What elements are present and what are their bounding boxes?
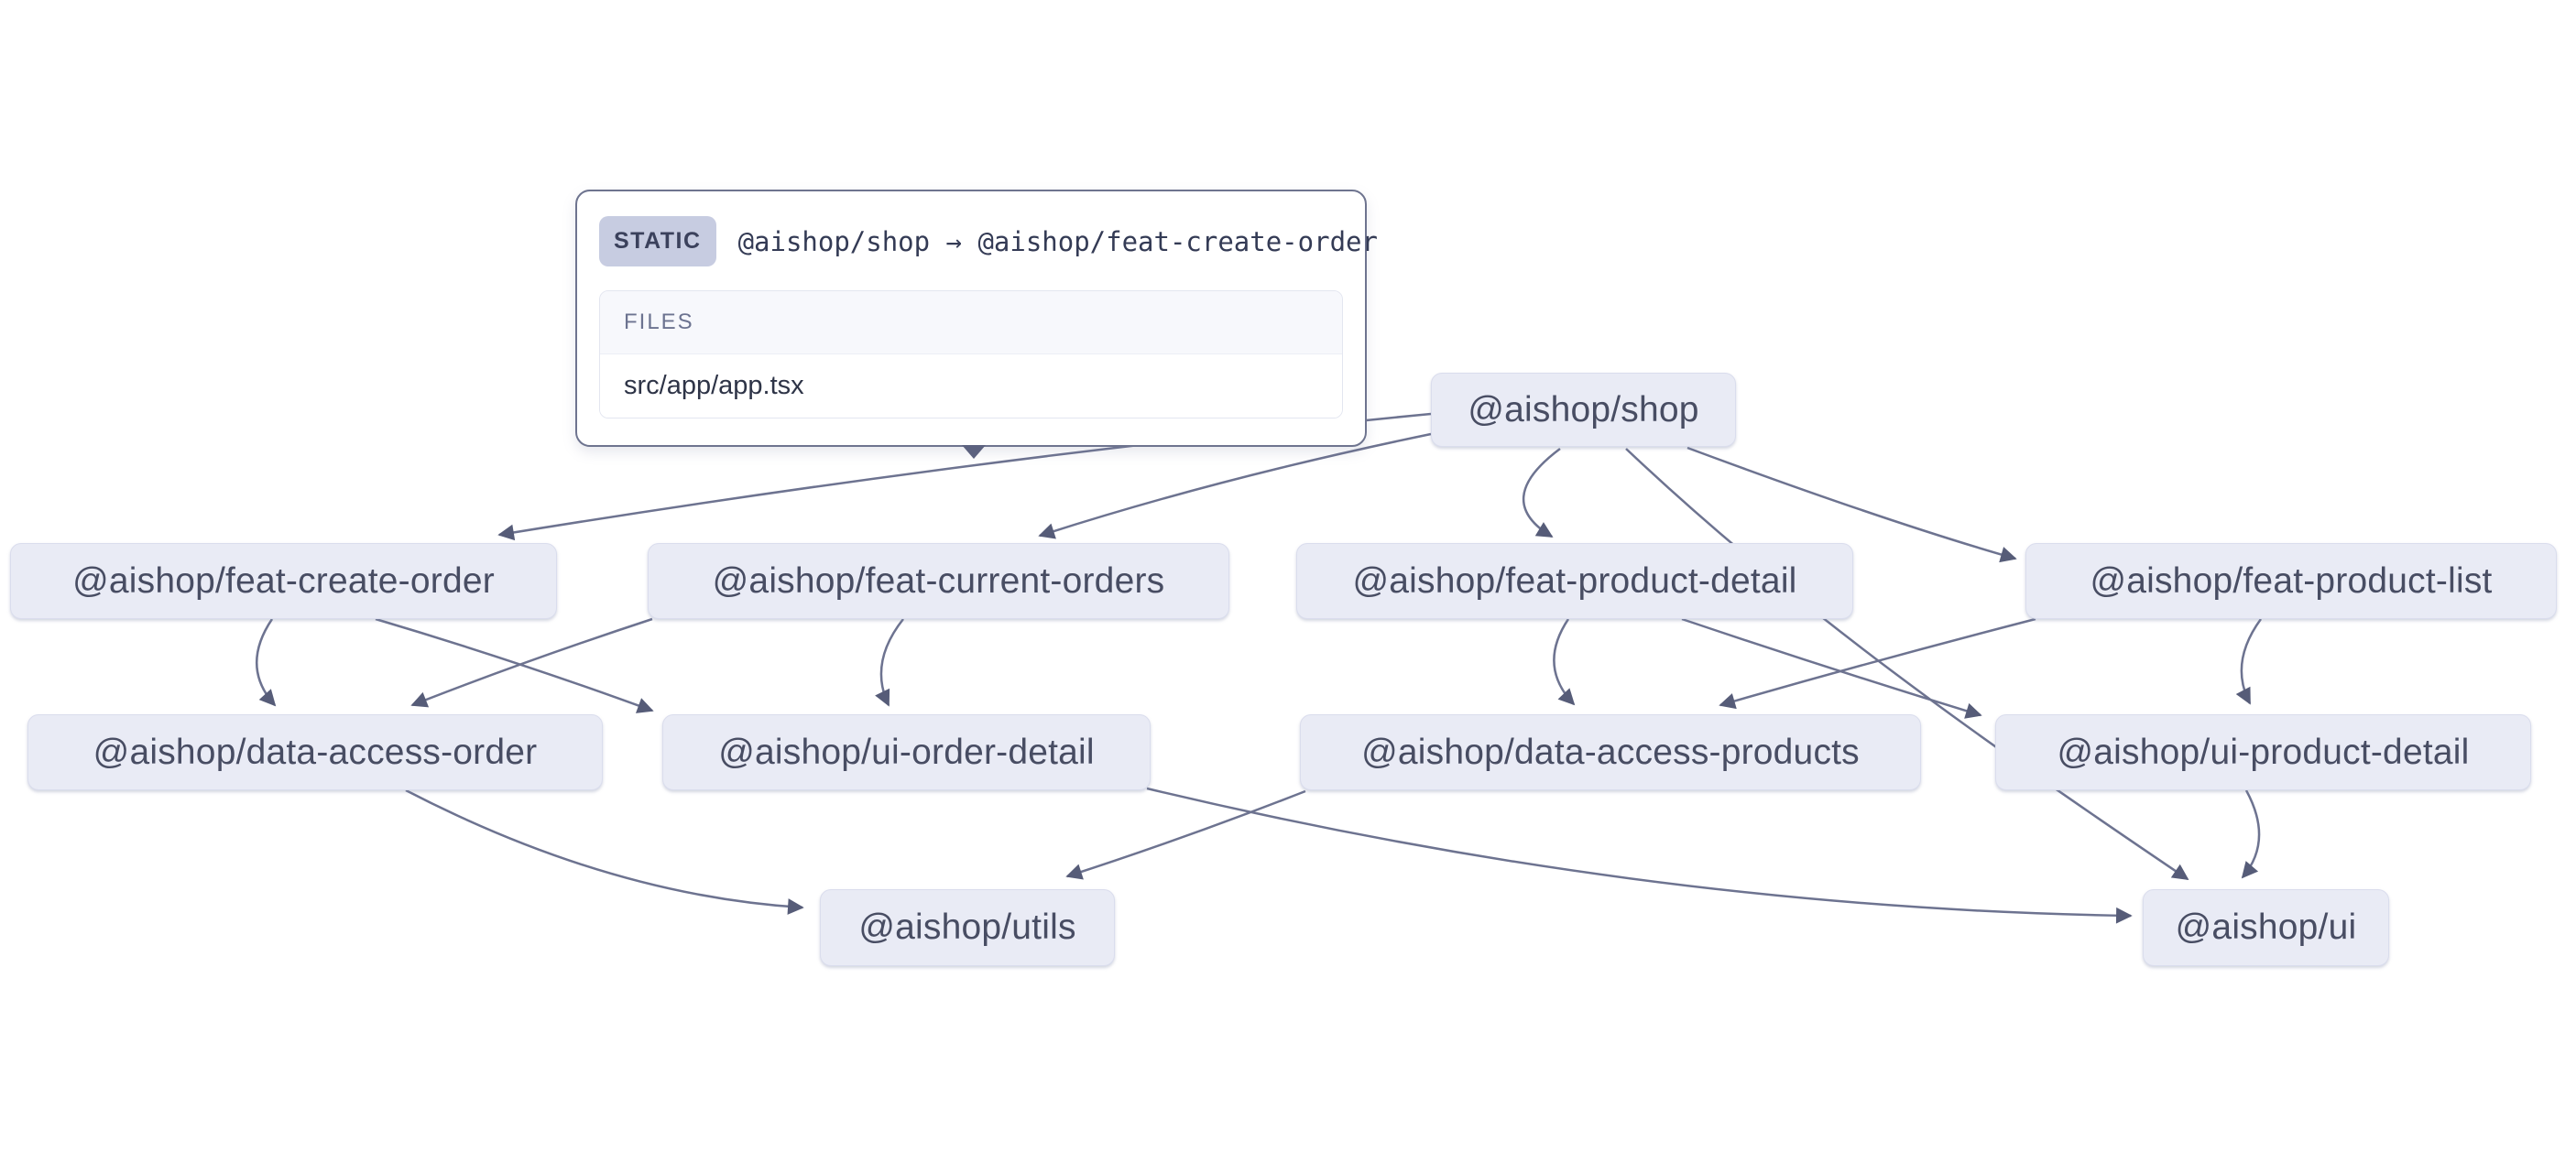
edge-feat-current-orders--data-access-order[interactable] <box>410 617 653 708</box>
edge-type-badge: STATIC <box>599 216 716 266</box>
edge-shop--feat-product-detail[interactable] <box>1522 447 1561 538</box>
edge-feat-product-list--data-access-products[interactable] <box>1719 617 2036 710</box>
node-data-access-products[interactable]: @aishop/data-access-products <box>1300 714 1921 790</box>
files-panel-header: FILES <box>600 291 1342 354</box>
tooltip-caret-icon <box>962 445 986 459</box>
node-shop[interactable]: @aishop/shop <box>1431 373 1736 447</box>
file-item[interactable]: src/app/app.tsx <box>600 354 1342 418</box>
edge-ui-order-detail--ui[interactable] <box>1146 787 2133 924</box>
node-feat-product-list[interactable]: @aishop/feat-product-list <box>2025 543 2557 619</box>
node-utils[interactable]: @aishop/utils <box>820 889 1115 966</box>
edge-shop--feat-current-orders[interactable] <box>1038 432 1432 539</box>
edge-shop--ui[interactable] <box>1625 448 2189 881</box>
edge-tooltip: STATIC @aishop/shop → @aishop/feat-creat… <box>575 190 1378 459</box>
edge-feat-product-list--ui-product-detail[interactable] <box>2235 618 2263 705</box>
edge-feat-create-order--data-access-order[interactable] <box>256 618 277 707</box>
edge-ui-product-detail--ui[interactable] <box>2241 789 2261 879</box>
edge-feat-current-orders--ui-order-detail[interactable] <box>875 618 904 707</box>
node-feat-product-detail[interactable]: @aishop/feat-product-detail <box>1296 543 1853 619</box>
node-data-access-order[interactable]: @aishop/data-access-order <box>27 714 603 790</box>
files-list: src/app/app.tsx <box>600 354 1342 418</box>
edge-feat-product-detail--ui-product-detail[interactable] <box>1681 617 1982 719</box>
edge-feat-create-order--ui-order-detail[interactable] <box>375 617 654 713</box>
node-feat-current-orders[interactable]: @aishop/feat-current-orders <box>648 543 1229 619</box>
edge-feat-product-detail--data-access-products[interactable] <box>1553 618 1576 706</box>
node-ui[interactable]: @aishop/ui <box>2143 889 2389 966</box>
edge-data-access-order--utils[interactable] <box>405 788 804 915</box>
node-ui-product-detail[interactable]: @aishop/ui-product-detail <box>1995 714 2531 790</box>
edge-shop--feat-product-list[interactable] <box>1686 446 2017 563</box>
node-feat-create-order[interactable]: @aishop/feat-create-order <box>10 543 557 619</box>
tooltip-title-row: STATIC @aishop/shop → @aishop/feat-creat… <box>599 216 1378 266</box>
node-ui-order-detail[interactable]: @aishop/ui-order-detail <box>662 714 1151 790</box>
edge-relation-text: @aishop/shop → @aishop/feat-create-order <box>737 225 1378 257</box>
files-panel: FILES src/app/app.tsx <box>599 290 1343 418</box>
edge-data-access-products--utils[interactable] <box>1065 789 1306 880</box>
